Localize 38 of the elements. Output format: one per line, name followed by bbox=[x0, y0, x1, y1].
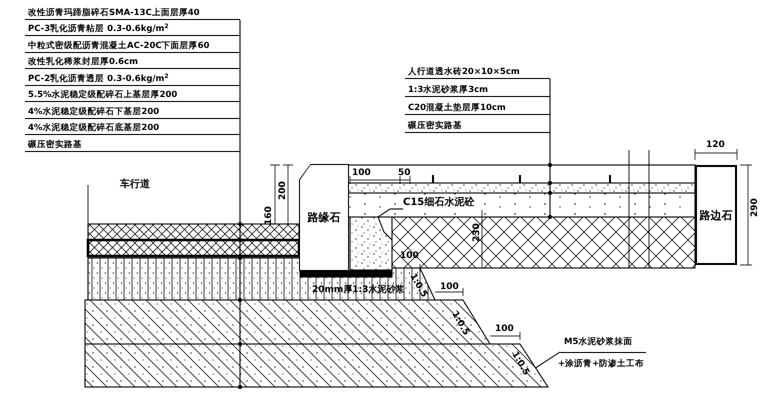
layer-callout-text: 改性沥青玛蹄脂碎石SMA-13C上面层厚40 bbox=[25, 4, 240, 20]
layer-callout-text: 4%水泥稳定级配碎石底基层200 bbox=[25, 119, 240, 135]
subbase-layer bbox=[84, 344, 549, 388]
layer-callout-text: 人行道透水砖20×10×5cm bbox=[405, 63, 550, 79]
layer-callout-text: 改性乳化稀浆封层厚0.6cm bbox=[25, 53, 240, 69]
layer-callout-text: 1:3水泥砂浆厚3cm bbox=[405, 81, 550, 97]
layer-callout-text: 碾压密实路基 bbox=[405, 117, 550, 133]
dimension-text: 100 bbox=[440, 282, 459, 292]
curb-stone: 路缘石 bbox=[300, 165, 348, 270]
layer-callout-text: 中粒式密级配沥青混凝土AC-20C下面层厚60 bbox=[25, 37, 240, 53]
dimension-text: 230 bbox=[472, 223, 482, 242]
layer-callout-text: PC-2乳化沥青透层 0.3-0.6kg/m$^{2}$ bbox=[25, 70, 240, 86]
callout-text: M5水泥砂浆抹面 bbox=[564, 336, 632, 348]
dimension-text: 50 bbox=[398, 168, 411, 178]
paving-brick-layer bbox=[348, 164, 696, 184]
mortar-layer bbox=[348, 182, 696, 194]
section-label: 车行道 bbox=[120, 180, 150, 190]
callout-text: +涂沥青+防渗土工布 bbox=[558, 358, 644, 370]
asphalt-upper-layer bbox=[88, 224, 300, 240]
leader-line bbox=[535, 352, 560, 368]
asphalt-lower-layer bbox=[86, 238, 300, 258]
layer-callout-text: PC-3乳化沥青粘层 0.3-0.6kg/m$^{2}$ bbox=[25, 20, 240, 36]
layer-callout-text: C20混凝土垫层厚10cm bbox=[405, 99, 550, 115]
compacted-subgrade bbox=[392, 216, 696, 268]
edge-stone: 路边石 bbox=[695, 165, 737, 265]
leader-line bbox=[378, 208, 404, 218]
layer-callout-text: 5.5%水泥稳定级配碎石上基层厚200 bbox=[25, 86, 240, 102]
leader-line bbox=[548, 78, 552, 167]
dimension-text: 120 bbox=[706, 140, 725, 150]
layer-callout-text: 4%水泥稳定级配碎石下基层200 bbox=[25, 103, 240, 119]
dimension-text: 100 bbox=[495, 324, 514, 334]
dimension-text: 200 bbox=[278, 181, 288, 200]
dimension-text: 100 bbox=[352, 168, 371, 178]
dimension-text: 160 bbox=[264, 206, 274, 225]
dimension-text: 290 bbox=[750, 198, 760, 217]
lower-base-layer bbox=[84, 300, 491, 344]
concrete-base-layer bbox=[348, 192, 696, 218]
layer-callout-text: 碾压密实路基 bbox=[25, 136, 240, 152]
